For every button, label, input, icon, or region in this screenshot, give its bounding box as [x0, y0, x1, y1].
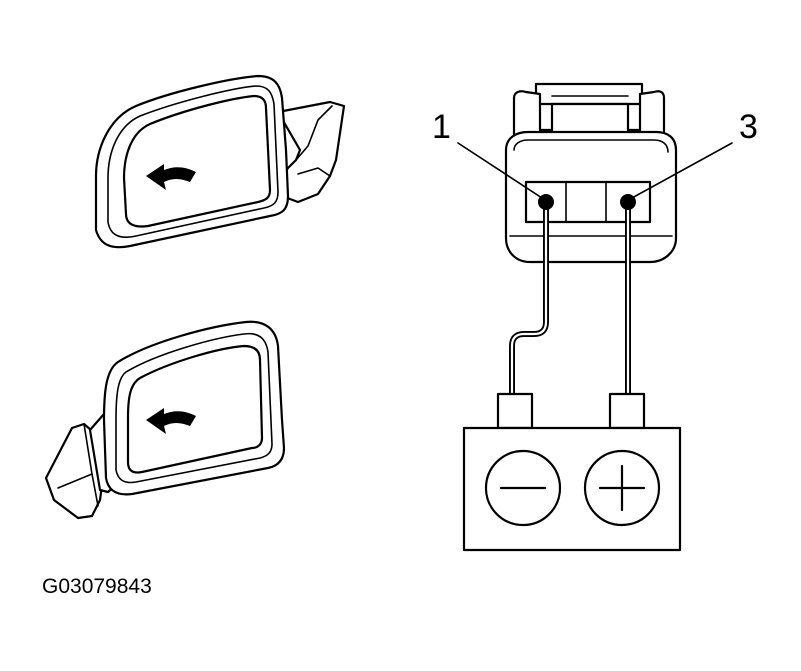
pin-3-leader [631, 142, 733, 199]
battery-plus-symbol [583, 449, 661, 527]
lower-mirror-arrow-icon [146, 408, 196, 434]
battery-negative-post [496, 392, 534, 430]
pin-1-leader [457, 142, 543, 199]
battery [462, 392, 682, 552]
pin-1-label: 1 [432, 108, 451, 146]
lower-mirror [44, 320, 286, 520]
pin-3-label: 3 [739, 108, 758, 146]
battery-positive-post [608, 392, 646, 430]
upper-mirror [94, 74, 346, 249]
upper-mirror-glass [122, 94, 272, 228]
upper-mirror-arrow-icon [146, 164, 196, 190]
pin-callouts: 1 3 [432, 108, 758, 199]
lower-mirror-glass [126, 344, 264, 474]
test-leads [509, 202, 631, 396]
battery-minus-symbol [484, 449, 562, 527]
figure-id: G03079843 [42, 575, 152, 598]
mirror-connector [504, 82, 678, 264]
battery-case [462, 426, 682, 552]
